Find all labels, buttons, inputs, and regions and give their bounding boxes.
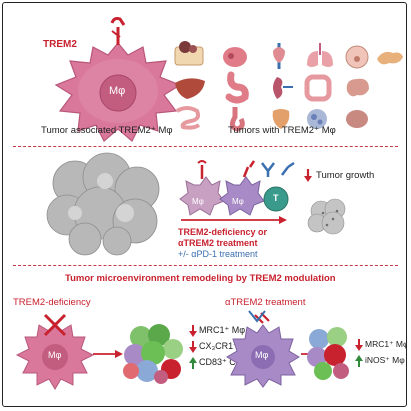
right-cell-label: Mφ <box>255 350 269 360</box>
middle-cell-label-2: Mφ <box>232 197 244 206</box>
trem2-deficient-macrophage-illustration <box>15 313 95 390</box>
macrophage-label: Mφ <box>109 85 126 97</box>
liver-icon <box>175 78 205 99</box>
esophagus-icon <box>229 107 245 132</box>
lymph-node-icon <box>223 47 247 67</box>
treatment-arrow <box>181 216 287 224</box>
large-tumor-mass-illustration <box>46 152 160 256</box>
tumor-macrophage-illustration <box>54 17 182 142</box>
left-marker-arrow-1-icon <box>189 325 197 337</box>
figure-frame: TREM2 Mφ Tumor associated TREM2⁺ Mφ <box>2 2 407 407</box>
right-panel-title: αTREM2 treatment <box>225 297 306 308</box>
middle-cell-label-1: Mφ <box>192 197 204 206</box>
bladder-icon <box>272 109 290 129</box>
right-marker-arrow-2-icon <box>355 355 363 367</box>
caption-tumors-with: Tumors with TREM2⁺ Mφ <box>228 125 336 136</box>
prostate-icon <box>346 110 368 128</box>
right-marker-1: MRC1⁺ Mφ <box>365 339 407 349</box>
treatment-line-2: αTREM2 treatment <box>178 238 258 248</box>
trem2-label: TREM2 <box>43 39 77 50</box>
treatment-line-3: +/- αPD-1 treatment <box>178 249 258 259</box>
small-tumor-illustration <box>307 198 346 235</box>
section-divider-2 <box>13 265 398 266</box>
treatment-line-1: TREM2-deficiency or <box>178 227 268 237</box>
intestine-icon <box>175 106 201 130</box>
left-marker-2: CX₃CR1⁺ Mφ <box>199 341 254 351</box>
left-panel-title: TREM2-deficiency <box>13 297 91 308</box>
right-marker-2: iNOS⁺ Mφ <box>365 355 405 365</box>
skin-tumor-icon <box>174 41 204 66</box>
brain-icon <box>346 78 369 97</box>
colon-icon <box>304 74 332 102</box>
pancreas-icon <box>377 51 403 65</box>
section-divider-1 <box>13 146 398 147</box>
tumor-growth-down-arrow-icon <box>304 169 312 182</box>
right-tme-cell-cluster-illustration <box>307 327 349 380</box>
left-cell-label: Mφ <box>48 350 62 360</box>
head-neck-icon <box>273 43 285 69</box>
tumor-growth-label: Tumor growth <box>316 170 375 181</box>
kidney-icon <box>273 77 293 99</box>
left-arrow <box>93 350 123 358</box>
tcell-label: T <box>273 193 279 203</box>
lung-icon <box>307 43 333 67</box>
breast-icon <box>345 45 369 69</box>
left-marker-arrow-3-icon <box>189 357 197 369</box>
left-marker-1: MRC1⁺ Mφ <box>199 325 246 335</box>
atrem2-treated-macrophage-illustration <box>226 310 300 388</box>
left-tme-cell-cluster-illustration <box>123 324 183 384</box>
left-marker-arrow-2-icon <box>189 341 197 353</box>
ovary-icon <box>307 109 327 129</box>
right-marker-arrow-1-icon <box>355 339 363 351</box>
stomach-icon <box>225 71 249 104</box>
bottom-section-title: Tumor microenvironment remodeling by TRE… <box>65 273 336 284</box>
caption-tumor-associated: Tumor associated TREM2⁺ Mφ <box>41 125 173 136</box>
immune-cells-illustration <box>179 160 295 216</box>
